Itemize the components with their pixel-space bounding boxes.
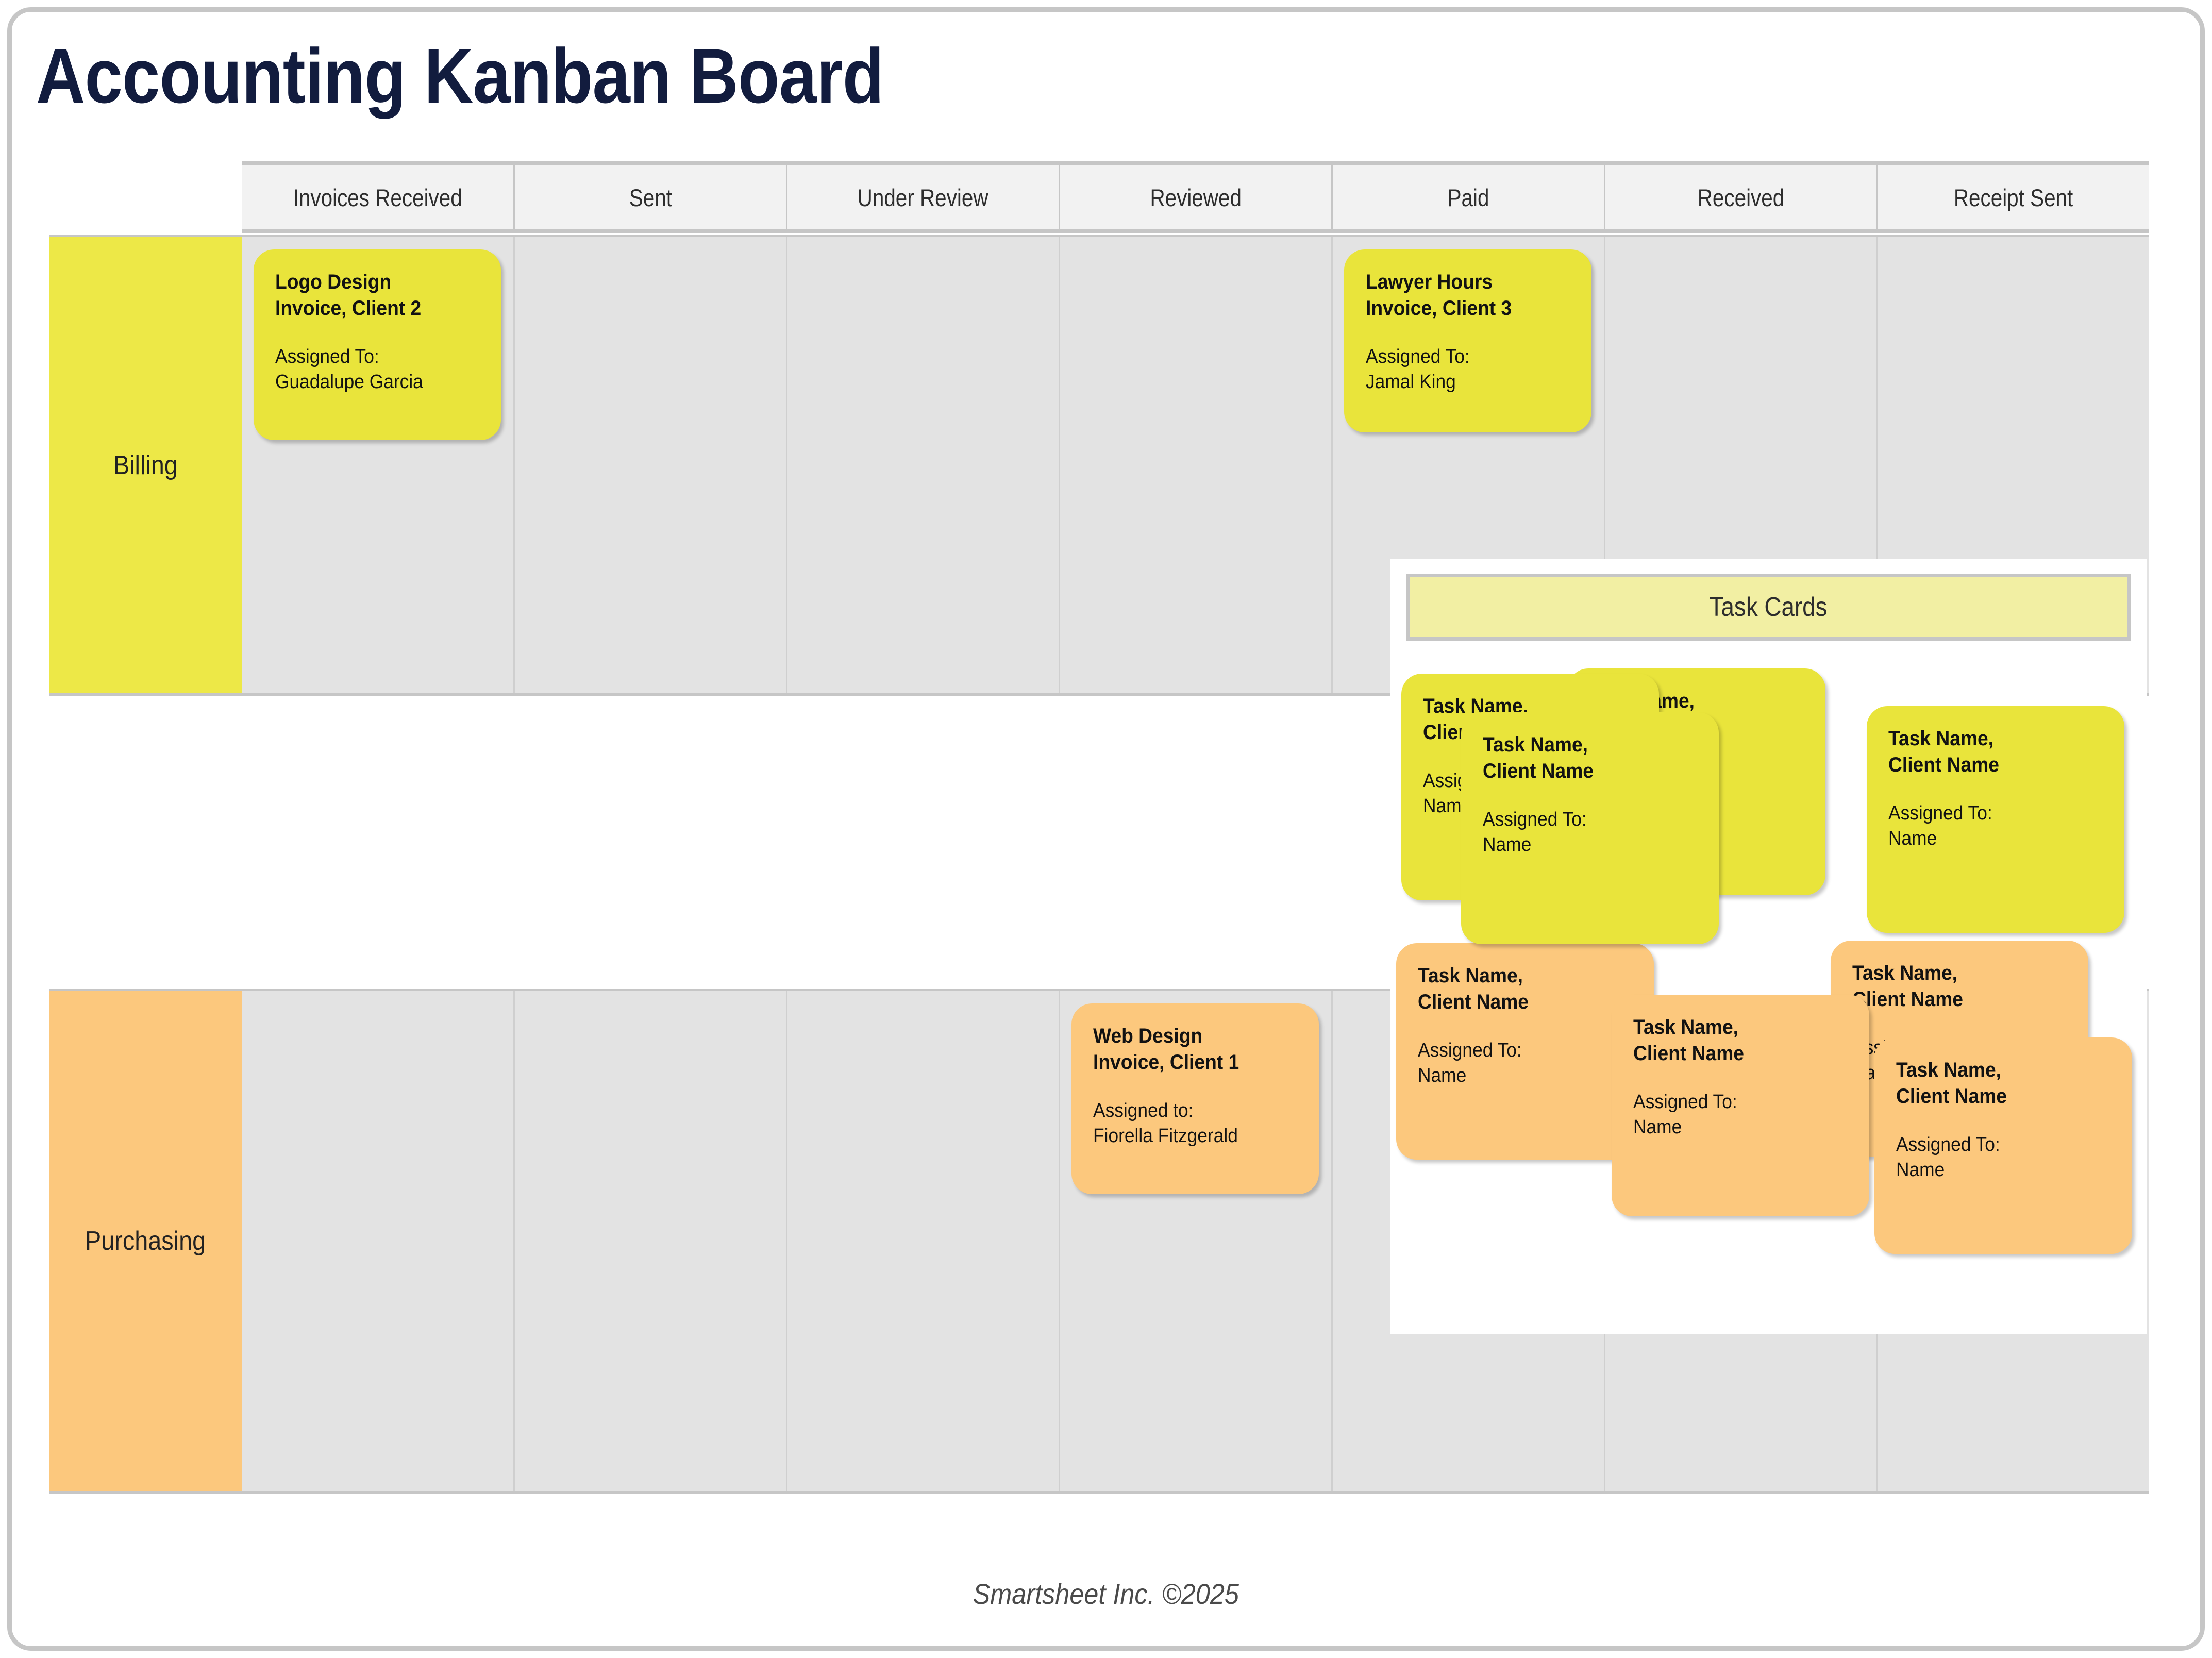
swimlane-label-billing: Billing xyxy=(49,237,242,693)
column-header-label: Receipt Sent xyxy=(1954,183,2073,211)
cell-purchasing-under-review[interactable] xyxy=(787,991,1060,1491)
task-card-assignee: Assigned To: Name xyxy=(1896,1133,2000,1181)
column-header-receipt-sent[interactable]: Receipt Sent xyxy=(1878,165,2149,229)
task-card-title: Web Design Invoice, Client 1 xyxy=(1093,1025,1239,1074)
column-header-label: Sent xyxy=(629,183,672,211)
template-task-card-orange[interactable]: Task Name, Client Name Assigned To: Name xyxy=(1396,943,1654,1160)
column-header-label: Invoices Received xyxy=(293,183,463,211)
page-title: Accounting Kanban Board xyxy=(36,32,884,119)
template-task-card-orange[interactable]: Task Name, Client Name Assigned To: Name xyxy=(1612,995,1869,1216)
column-header-received[interactable]: Received xyxy=(1605,165,1878,229)
swimlane-label-text: Purchasing xyxy=(85,1226,206,1256)
task-card[interactable]: Lawyer Hours Invoice, Client 3 Assigned … xyxy=(1344,249,1591,432)
cell-billing-under-review[interactable] xyxy=(787,237,1060,693)
column-header-label: Paid xyxy=(1447,183,1489,211)
cell-billing-sent[interactable] xyxy=(515,237,787,693)
template-task-card-yellow[interactable]: Task Name, Client Name Assigned To: Name xyxy=(1867,706,2124,933)
task-card-title: Task Name, Client Name xyxy=(1418,964,1529,1013)
task-card[interactable]: Web Design Invoice, Client 1 Assigned to… xyxy=(1071,1003,1319,1194)
task-card-assignee: Assigned To: Name xyxy=(1633,1091,1737,1138)
column-header-under-review[interactable]: Under Review xyxy=(787,165,1060,229)
task-card-assignee: Assigned To: Guadalupe Garcia xyxy=(275,345,423,393)
column-header-row: Invoices Received Sent Under Review Revi… xyxy=(242,161,2149,233)
footer-text: Smartsheet Inc. ©2025 xyxy=(973,1578,1239,1610)
column-header-sent[interactable]: Sent xyxy=(515,165,787,229)
task-card-title: Lawyer Hours Invoice, Client 3 xyxy=(1366,271,1512,320)
column-header-paid[interactable]: Paid xyxy=(1333,165,1605,229)
cell-billing-invoices-received[interactable]: Logo Design Invoice, Client 2 Assigned T… xyxy=(242,237,515,693)
cell-purchasing-invoices-received[interactable] xyxy=(242,991,515,1491)
cell-purchasing-sent[interactable] xyxy=(515,991,787,1491)
task-card-title: Task Name, Client Name xyxy=(1633,1016,1744,1065)
column-header-invoices-received[interactable]: Invoices Received xyxy=(242,165,515,229)
task-cards-header-frame: Task Cards xyxy=(1406,574,2131,641)
task-cards-header: Task Cards xyxy=(1410,577,2127,637)
task-card-title: Task Name, Client Name xyxy=(1852,962,1963,1011)
task-card-assignee: Assigned to: Fiorella Fitzgerald xyxy=(1093,1099,1238,1147)
cell-billing-reviewed[interactable] xyxy=(1060,237,1333,693)
task-card-assignee: Assigned To: Jamal King xyxy=(1366,345,1470,393)
swimlane-label-text: Billing xyxy=(113,450,178,480)
task-card-title: Task Name, Client Name xyxy=(1483,733,1594,782)
task-card[interactable]: Logo Design Invoice, Client 2 Assigned T… xyxy=(254,249,501,440)
cell-billing-received[interactable] xyxy=(1605,237,1878,693)
column-header-label: Under Review xyxy=(858,183,988,211)
column-header-label: Received xyxy=(1697,183,1785,211)
template-task-card-orange[interactable]: Task Name, Client Name Assigned To: Name xyxy=(1874,1037,2132,1254)
template-task-card-yellow[interactable]: Task Name, Client Name Assigned To: Name xyxy=(1461,712,1719,944)
task-card-assignee: Assigned To: Name xyxy=(1888,802,1992,849)
task-card-title: Task Name, Client Name xyxy=(1888,727,1999,776)
cell-purchasing-reviewed[interactable]: Web Design Invoice, Client 1 Assigned to… xyxy=(1060,991,1333,1491)
task-card-assignee: Assigned To: Name xyxy=(1418,1039,1522,1086)
cell-billing-paid[interactable]: Lawyer Hours Invoice, Client 3 Assigned … xyxy=(1333,237,1605,693)
footer-copyright: Smartsheet Inc. ©2025 xyxy=(0,1577,2212,1611)
column-header-reviewed[interactable]: Reviewed xyxy=(1060,165,1333,229)
task-card-assignee: Assigned To: Name xyxy=(1483,808,1587,856)
swimlane-label-purchasing: Purchasing xyxy=(49,991,242,1491)
task-card-title: Task Name, Client Name xyxy=(1896,1059,2007,1108)
task-cards-panel: Task Cards Task Name, Client Name Assign… xyxy=(1390,559,2147,1334)
task-cards-header-label: Task Cards xyxy=(1710,592,1828,622)
column-header-label: Reviewed xyxy=(1150,183,1242,211)
task-card-title: Logo Design Invoice, Client 2 xyxy=(275,271,422,320)
